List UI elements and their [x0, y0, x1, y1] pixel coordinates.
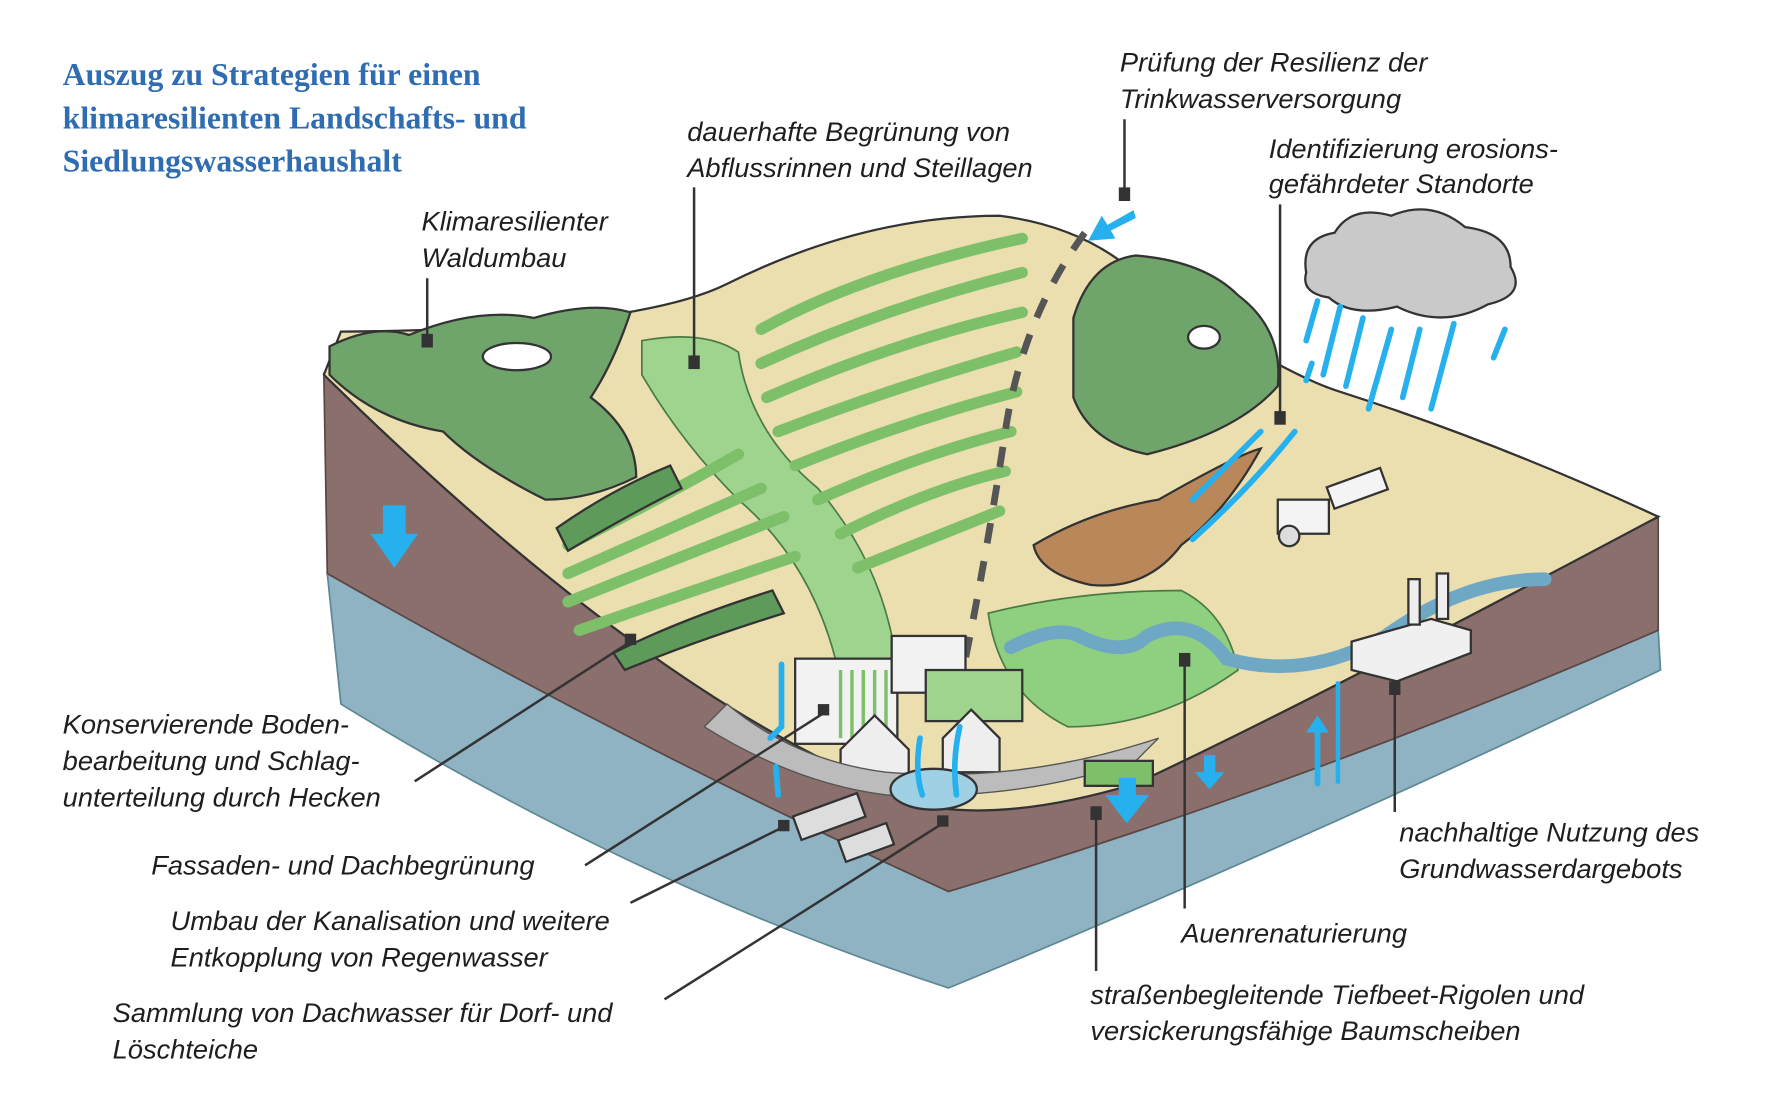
water-flow-arrows [767, 428, 1329, 798]
rain-cloud-icon [1304, 208, 1517, 319]
village [703, 634, 1160, 811]
infiltration-arrow-icon [1194, 755, 1225, 790]
forest-right [1072, 254, 1280, 456]
green-runoff-channel [640, 336, 899, 683]
street [703, 703, 1160, 797]
leader-line [584, 712, 825, 867]
forest-clearing-right [1186, 324, 1222, 350]
diagram-title: Auszug zu Strategien für einen klimaresi… [63, 57, 535, 178]
label-fassaden: Fassaden- und Dachbegrünung [151, 849, 534, 880]
river [1004, 572, 1552, 673]
hedge-row-2 [555, 464, 684, 553]
label-auen: Auenrenaturierung [1179, 918, 1407, 949]
forest-left [328, 306, 638, 501]
infiltration-arrow-icon [370, 505, 419, 568]
sewer-pipes [791, 791, 896, 864]
hedge-row [611, 589, 786, 672]
forest-clearing [481, 341, 553, 372]
erosion-patch [1032, 446, 1263, 587]
leader-line [629, 825, 785, 904]
infiltration-arrow-icon [1105, 777, 1150, 824]
tree-pit-swale [1083, 759, 1155, 787]
drinking-water-arrow-icon [1088, 210, 1136, 241]
leader-line [414, 640, 632, 783]
rain-icon [1303, 298, 1508, 412]
leader-line [663, 822, 944, 1001]
tractor-icon [1276, 466, 1390, 548]
label-erosion: Identifizierung erosions-gefährdeter Sta… [1269, 133, 1558, 199]
fire-pond [889, 767, 978, 811]
waterworks [1335, 572, 1472, 784]
label-boden: Konservierende Boden-bearbeitung und Sch… [63, 709, 381, 813]
